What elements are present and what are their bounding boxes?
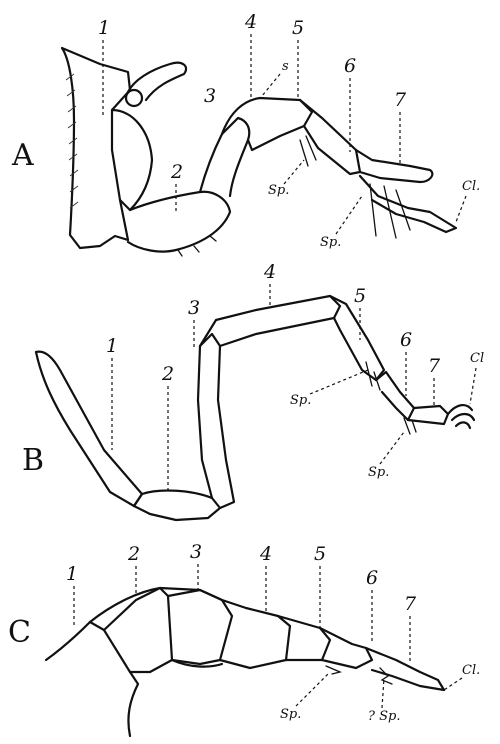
ischium-a <box>198 116 251 198</box>
segment-b-1 <box>34 350 144 508</box>
label-c-4: 4 <box>259 543 272 565</box>
label-c-sp-right: ? Sp. <box>368 709 400 724</box>
coxa-a <box>110 108 154 212</box>
label-b-5: 5 <box>354 285 366 307</box>
label-a-2: 2 <box>170 161 183 183</box>
segment-c-5 <box>276 614 332 662</box>
leader-c-sp-right <box>381 677 385 709</box>
propodus-a <box>354 148 434 184</box>
label-a-s: s <box>282 59 289 74</box>
spines-b <box>365 361 417 435</box>
leader-a-sp-upper <box>283 159 305 185</box>
label-c-2: 2 <box>127 543 140 565</box>
label-b-sp-upper: Sp. <box>290 393 311 408</box>
carpus-a <box>298 98 362 176</box>
panel-a: A 1 2 3 4 5 6 7 s Sp. Sp. <box>11 11 480 257</box>
panel-c: C 1 2 3 4 5 6 7 Sp. ? Sp. Cl. <box>8 541 480 738</box>
label-a-sp-upper: Sp. <box>268 183 289 198</box>
leader-b-sp-lower <box>379 431 405 465</box>
leader-a-cl <box>455 195 467 223</box>
eye-socket <box>124 88 144 108</box>
label-c-cl: Cl. <box>462 663 480 678</box>
label-b-4: 4 <box>263 261 276 283</box>
setae-a <box>369 183 411 239</box>
basis-spines-a <box>177 235 217 257</box>
label-c-5: 5 <box>314 543 326 565</box>
label-b-1: 1 <box>106 335 118 357</box>
label-a-1: 1 <box>98 17 110 39</box>
label-c-3: 3 <box>190 541 202 563</box>
label-c-7: 7 <box>404 593 417 615</box>
segment-b-6 <box>374 370 416 422</box>
merus-a <box>220 96 314 152</box>
label-b-7: 7 <box>428 355 441 377</box>
panel-letter-a: A <box>11 138 34 173</box>
dorsal-outline-c <box>44 586 224 662</box>
segment-b-4 <box>198 294 342 348</box>
segment-c-4 <box>218 598 292 670</box>
label-a-sp-lower: Sp. <box>320 235 341 250</box>
label-b-sp-lower: Sp. <box>368 465 389 480</box>
label-c-sp-left: Sp. <box>280 707 301 722</box>
basis-a <box>126 190 232 253</box>
panel-letter-c: C <box>8 615 31 650</box>
leader-a-sp-lower <box>335 195 363 235</box>
segment-c-2 <box>102 586 174 674</box>
segment-b-5 <box>328 294 386 382</box>
segment-c-1 <box>88 620 140 738</box>
leader-a-s <box>261 73 281 97</box>
segment-c-7 <box>364 646 446 692</box>
segment-c-6 <box>318 626 374 670</box>
label-b-6: 6 <box>400 329 412 351</box>
leader-c-cl <box>443 677 463 691</box>
spines-a <box>299 135 317 167</box>
label-b-cl: Cl <box>470 351 484 366</box>
leader-c-sp-left <box>295 671 331 707</box>
segment-b-7 <box>406 404 450 426</box>
carapace-hatching <box>65 73 79 209</box>
label-c-6: 6 <box>366 567 378 589</box>
label-c-1: 1 <box>66 563 78 585</box>
leader-b-sp-upper <box>309 369 369 395</box>
label-a-6: 6 <box>344 55 356 77</box>
label-a-7: 7 <box>394 89 407 111</box>
label-b-3: 3 <box>188 297 200 319</box>
leader-b-cl <box>469 367 477 405</box>
carapace-outline <box>60 46 132 250</box>
panel-b: B 1 2 3 4 5 6 7 Sp. Sp. Cl <box>22 261 484 522</box>
ventral-line-c <box>170 658 224 668</box>
segment-c-3 <box>166 588 234 666</box>
label-a-5: 5 <box>292 17 304 39</box>
segment-b-3 <box>196 332 236 510</box>
label-b-2: 2 <box>161 363 174 385</box>
label-a-cl: Cl. <box>462 179 480 194</box>
segment-b-2 <box>132 489 222 522</box>
label-a-4: 4 <box>244 11 257 33</box>
antenna-base <box>126 61 188 102</box>
panel-letter-b: B <box>22 443 44 478</box>
spines-c <box>325 665 393 685</box>
label-a-3: 3 <box>204 85 216 107</box>
claws-b <box>446 404 476 430</box>
